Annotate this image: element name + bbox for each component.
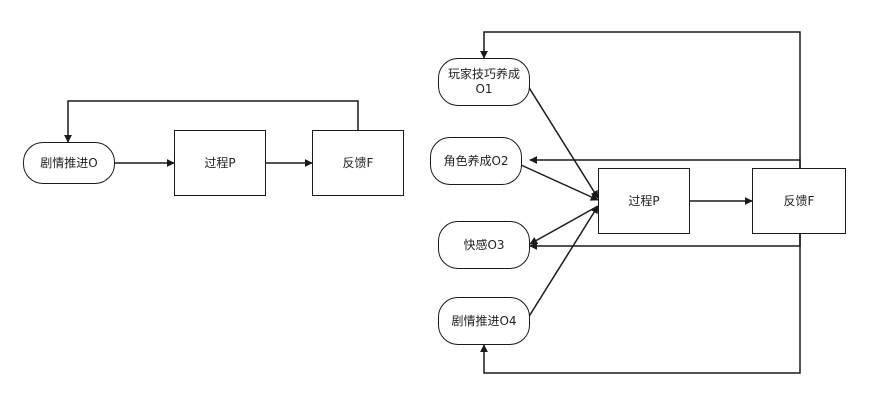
output-label-o1: 玩家技巧养成 O1: [447, 67, 520, 96]
output-node-o3: 快感O3: [438, 221, 530, 269]
output-label-o2: 角色养成O2: [443, 153, 509, 168]
left-feedback-label: 反馈F: [342, 155, 374, 170]
output-label-o3: 快感O3: [463, 237, 505, 252]
edge-left-feedback-loop: [64, 100, 359, 143]
edge-feedback-to-o1-loop: [480, 31, 801, 168]
edge-process-to-o3: [529, 205, 599, 245]
right-feedback-node: 反馈F: [752, 168, 846, 234]
edge-o2-to-process: [520, 164, 599, 201]
left-oval-label: 剧情推进O: [40, 155, 98, 170]
edge-feedback-to-o2-loop: [529, 156, 801, 168]
output-node-o1: 玩家技巧养成 O1: [438, 58, 530, 106]
right-process-node: 过程P: [598, 168, 690, 234]
output-label-o4: 剧情推进O4: [451, 313, 517, 328]
right-feedback-label: 反馈F: [783, 193, 815, 208]
output-node-o2: 角色养成O2: [430, 137, 522, 185]
left-oval-node: 剧情推进O: [23, 142, 115, 184]
edge-o1-to-process: [527, 85, 599, 199]
left-feedback-node: 反馈F: [312, 130, 404, 196]
left-process-node: 过程P: [174, 130, 266, 196]
edge-feedback-to-o3-loop: [529, 234, 801, 250]
output-node-o4: 剧情推进O4: [438, 297, 530, 345]
edge-feedback-to-o4-loop: [480, 234, 801, 374]
edge-o4-to-process: [527, 205, 599, 319]
left-process-label: 过程P: [204, 155, 236, 170]
right-process-label: 过程P: [628, 193, 660, 208]
